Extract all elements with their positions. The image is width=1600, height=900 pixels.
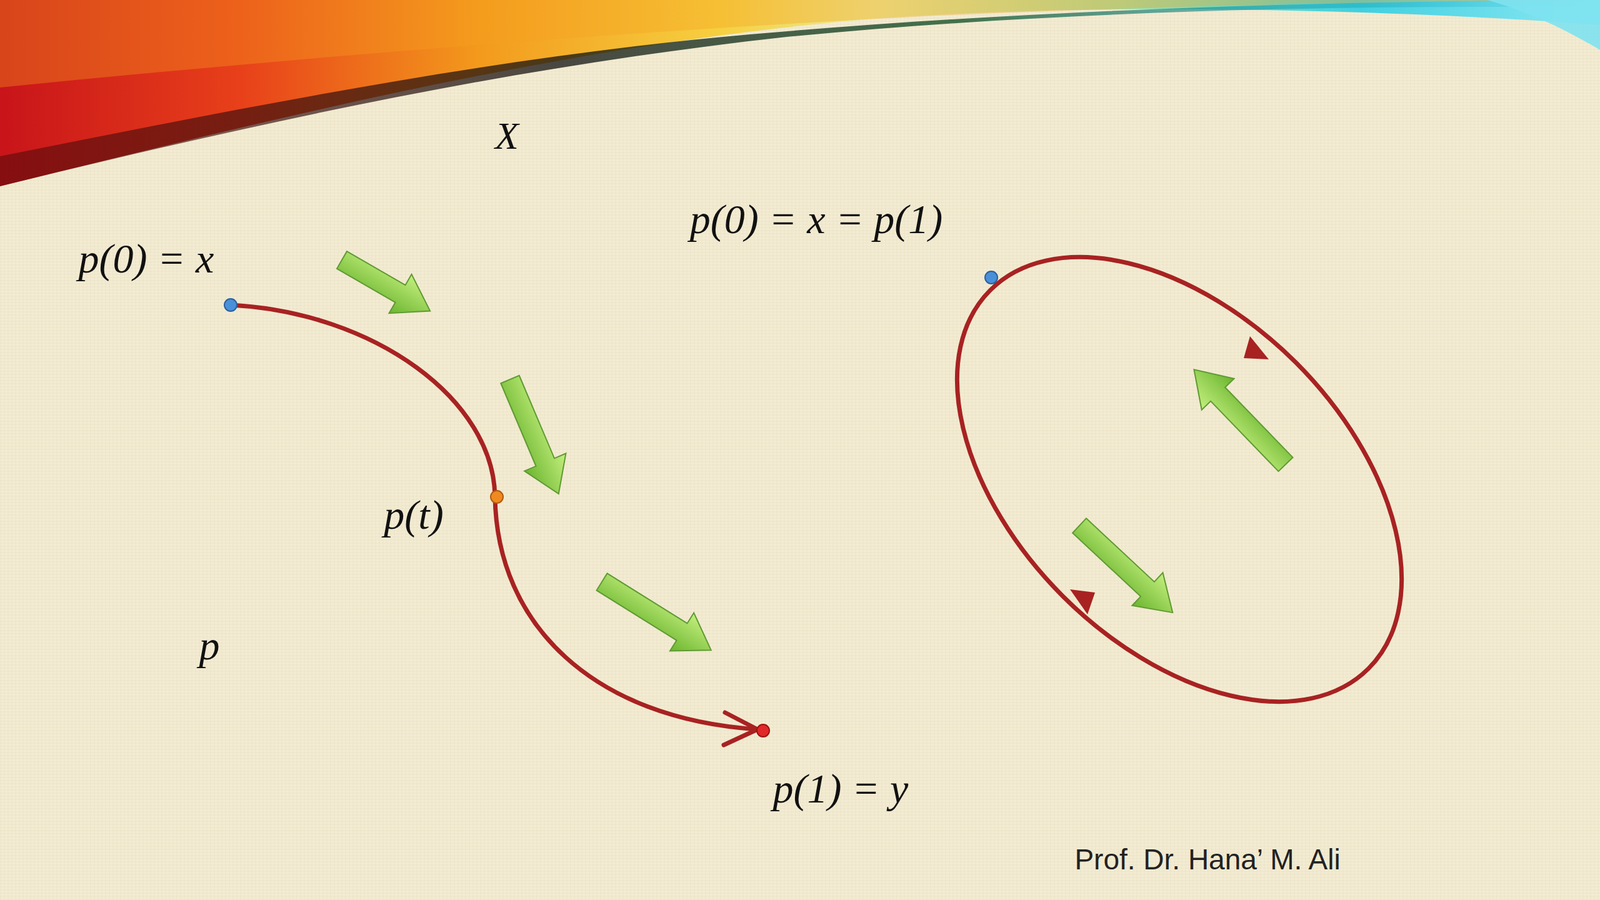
- end-point-label: p(1) = y: [773, 765, 909, 813]
- loop-curve: [873, 173, 1486, 786]
- space-label: X: [495, 113, 519, 159]
- author-credit: Prof. Dr. Hana’ M. Ali: [1074, 842, 1340, 877]
- points: [224, 271, 998, 737]
- loop-point-label: p(0) = x = p(1): [690, 195, 943, 244]
- direction-arrows: [330, 240, 1302, 670]
- header-band: [0, 0, 1600, 187]
- path-name: p: [199, 621, 220, 670]
- path-curve: [230, 305, 758, 745]
- point-label: p(t): [383, 491, 444, 539]
- start-point-label: p(0) = x: [78, 235, 215, 283]
